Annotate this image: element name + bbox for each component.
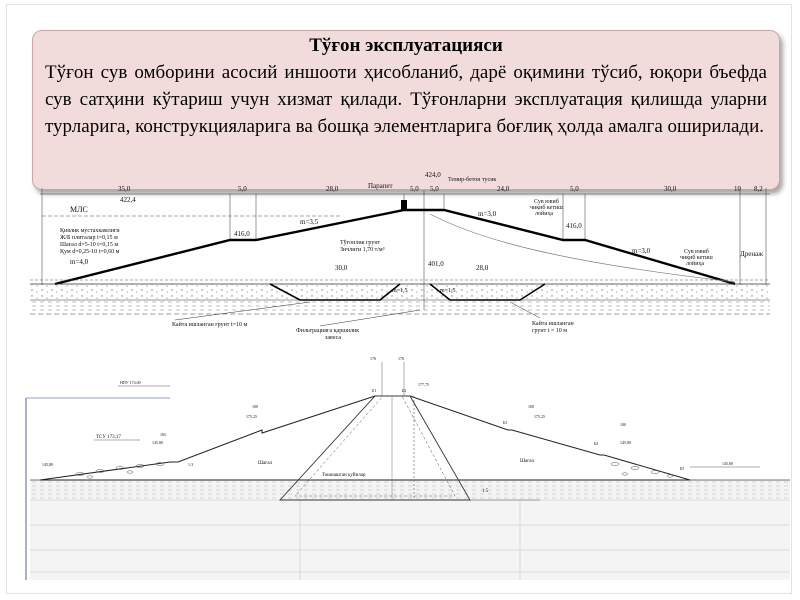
- slope-m35: m=3,5: [300, 218, 319, 226]
- slope-m15b: m=1,5: [440, 288, 456, 294]
- bottom-dam-section: НПУ 174,00 ТСУ 173,17: [25, 356, 790, 580]
- water-note-1: Сув ювиб чиқиб кетиш лойиҳа: [530, 198, 564, 217]
- elev-l3: 145,80: [42, 462, 53, 468]
- soil-left-label: Кайта ишланган грунт t=10 м: [172, 321, 247, 328]
- label-b2: Б2: [402, 388, 406, 393]
- dam-profile-line: [54, 208, 736, 286]
- dim-5a: 5,0: [238, 185, 247, 193]
- shell-left-label: Шағал: [258, 461, 273, 466]
- soil-right-label: Кайта ишланган грунт t = 10 м: [532, 320, 575, 334]
- dim-30: 30,0: [664, 185, 677, 193]
- berm-right: 100: [528, 404, 534, 409]
- elev-tsu: ТСУ 173,17: [96, 435, 121, 440]
- slope-core-right: 1:5: [482, 489, 489, 494]
- title-callout: Тўғон эксплуатацияси Тўғон сув омборини …: [32, 30, 780, 190]
- filter-label: Фильтрацияга қаршилик завеса: [296, 328, 361, 341]
- soil-note: Тўғонлик грунт Зичлиги 1,70 т/м³: [340, 239, 385, 253]
- left-berm-elev: 416,0: [234, 230, 250, 238]
- dim-28: 28,0: [326, 185, 339, 193]
- right-berm-elev: 416,0: [566, 222, 582, 230]
- crest-width-1: 176: [370, 356, 376, 361]
- elev-l1: 165: [160, 432, 166, 437]
- slide-body-text: Тўғон сув омборини асосий иншооти ҳисобл…: [45, 62, 767, 137]
- elev-r1: 100: [620, 422, 626, 427]
- elev-r2: 145,80: [620, 440, 631, 446]
- dim-10: 10: [734, 185, 742, 193]
- dim-8-2: 8,2: [754, 185, 763, 193]
- dim-24: 24,0: [497, 185, 510, 193]
- slope-m30b: m=3,0: [632, 247, 651, 255]
- elev-424: 424,0: [425, 171, 441, 179]
- top-dam-section: 35,0 5,0 28,0 5,0 5,0 24,0 5,0 30,0 10 8…: [30, 171, 770, 341]
- slide-title: Тўғон эксплуатацияси: [309, 35, 503, 56]
- dim-5d: 5,0: [570, 185, 579, 193]
- core-label: Тошнашган қуйилар: [322, 473, 366, 478]
- elev-crest-bottom: 177,75: [418, 382, 429, 388]
- drain-label: Дренаж: [740, 250, 763, 258]
- dim-5b: 5,0: [410, 185, 419, 193]
- label-b3: Б3: [503, 420, 507, 425]
- label-b1: Б1: [372, 388, 376, 393]
- elev-401: 401,0: [428, 260, 444, 268]
- parapet-label: Парапет: [368, 182, 393, 190]
- width-30: 30,0: [335, 264, 348, 272]
- shell-right-label: Шағал: [520, 459, 535, 464]
- lining-note: Қиялик мустахкамлиги Ж/Б плиталар t=0,15…: [60, 228, 121, 255]
- dim-5c: 5,0: [430, 185, 439, 193]
- berm-left: 100: [252, 404, 258, 409]
- label-b4: Б4: [594, 441, 598, 446]
- berm-left-elev: 175,25: [246, 414, 257, 420]
- mls-label: МЛС: [70, 205, 88, 214]
- elev-422: 422,4: [120, 196, 136, 204]
- slope-m30a: m=3,0: [478, 210, 497, 218]
- crest-width-2: 176: [398, 356, 404, 361]
- elev-l2: 145,80: [152, 440, 163, 446]
- width-28: 28,0: [476, 264, 489, 272]
- slide-frame: [6, 4, 792, 594]
- slope-m15a: m=1,5: [392, 288, 408, 294]
- elev-ndpu: НПУ 174,00: [120, 380, 141, 386]
- label-b5: Б5: [680, 466, 684, 471]
- parapet: [401, 200, 407, 210]
- concrete-wall-label: Темир-бетон тусик: [448, 176, 496, 183]
- berm-right-elev: 175,25: [534, 414, 545, 420]
- elev-r3: 145,80: [722, 461, 733, 467]
- slope-m40: m=4,0: [70, 258, 89, 266]
- slope-left: 1:3: [188, 462, 193, 467]
- water-note-2: Сув ювиб чиқиб кетиш лойиҳа: [680, 248, 714, 267]
- dim-35: 35,0: [118, 185, 131, 193]
